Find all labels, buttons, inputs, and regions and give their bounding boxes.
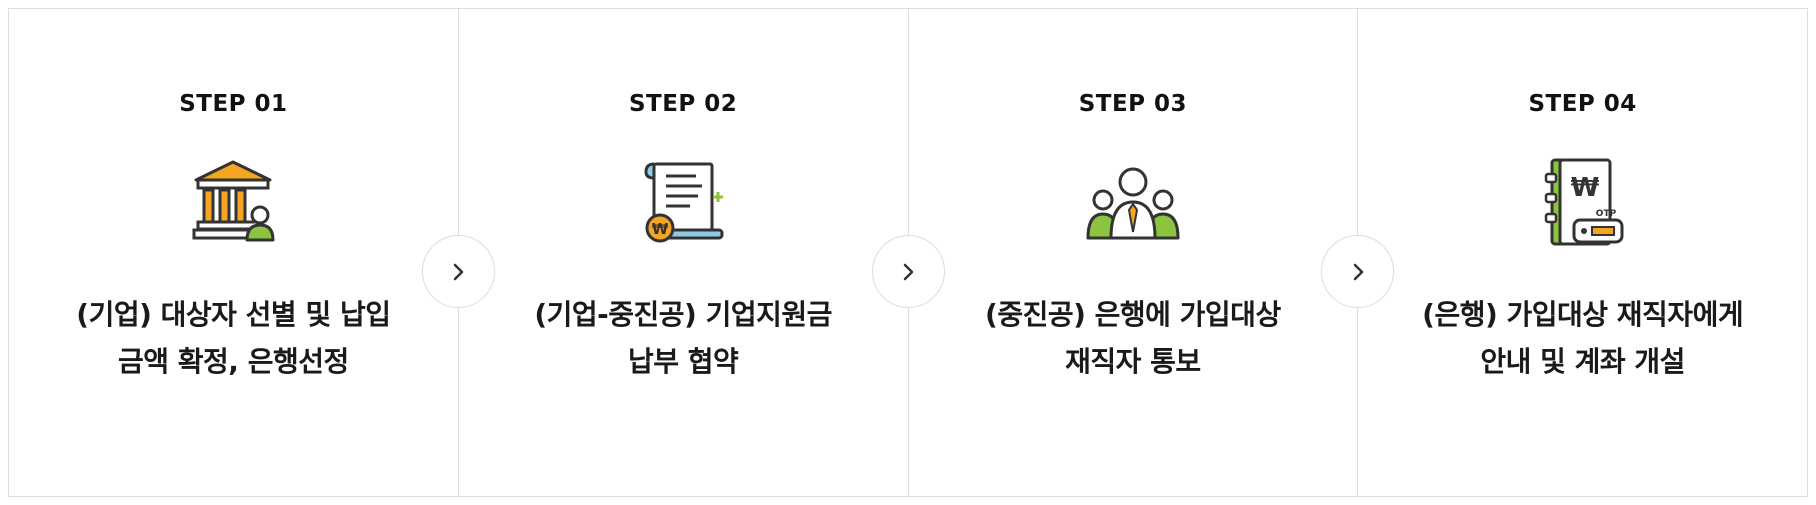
step-process: STEP 01 (기업) 대상자 선별 및 납입 금액 확정, 은행선정 bbox=[8, 8, 1808, 497]
step-description: (은행) 가입대상 재직자에게 안내 및 계좌 개설 bbox=[1422, 291, 1743, 385]
step-description-line-1: (중진공) 은행에 가입대상 bbox=[985, 298, 1281, 331]
step-2: STEP 02 ₩ (기업-중진공) 기업지원금 납부 협약 bbox=[459, 9, 945, 496]
step-1: STEP 01 (기업) 대상자 선별 및 납입 금액 확정, 은행선정 bbox=[9, 9, 495, 496]
passbook-otp-icon: ₩ OTP bbox=[1533, 151, 1633, 251]
step-description: (중진공) 은행에 가입대상 재직자 통보 bbox=[985, 291, 1281, 385]
chevron-right-icon bbox=[454, 263, 464, 280]
step-label: STEP 03 bbox=[1078, 91, 1188, 117]
chevron-right-icon bbox=[903, 263, 914, 280]
next-step-arrow bbox=[1321, 235, 1395, 308]
step-description-line-2: 재직자 통보 bbox=[1065, 345, 1201, 378]
step-description: (기업) 대상자 선별 및 납입 금액 확정, 은행선정 bbox=[76, 291, 391, 385]
step-description-line-2: 납부 협약 bbox=[627, 345, 739, 378]
step-4: STEP 04 ₩ OTP (은행) 가입대상 재직자에게 안내 및 계좌 개설 bbox=[1358, 9, 1807, 496]
employees-group-icon bbox=[1083, 151, 1183, 251]
bank-user-icon bbox=[183, 151, 283, 251]
next-step-arrow bbox=[871, 235, 945, 308]
step-label: STEP 02 bbox=[628, 91, 738, 117]
step-description-line-1: (기업-중진공) 기업지원금 bbox=[534, 298, 832, 331]
otp-label: OTP bbox=[1595, 209, 1616, 219]
next-step-arrow bbox=[421, 235, 495, 308]
step-description-line-2: 안내 및 계좌 개설 bbox=[1480, 345, 1685, 378]
chevron-right-icon bbox=[1353, 263, 1363, 280]
won-symbol: ₩ bbox=[1570, 173, 1599, 203]
step-description-line-1: (기업) 대상자 선별 및 납입 bbox=[76, 298, 391, 331]
step-description-line-1: (은행) 가입대상 재직자에게 bbox=[1422, 298, 1744, 331]
contract-scroll-icon: ₩ bbox=[633, 151, 733, 251]
won-symbol: ₩ bbox=[652, 220, 669, 238]
step-3: STEP 03 (중진공) 은행에 가입대상 재직자 통보 bbox=[909, 9, 1395, 496]
step-description-line-2: 금액 확정, 은행선정 bbox=[118, 345, 349, 378]
step-description: (기업-중진공) 기업지원금 납부 협약 bbox=[534, 291, 832, 385]
step-label: STEP 01 bbox=[179, 91, 288, 117]
step-label: STEP 04 bbox=[1528, 91, 1637, 117]
